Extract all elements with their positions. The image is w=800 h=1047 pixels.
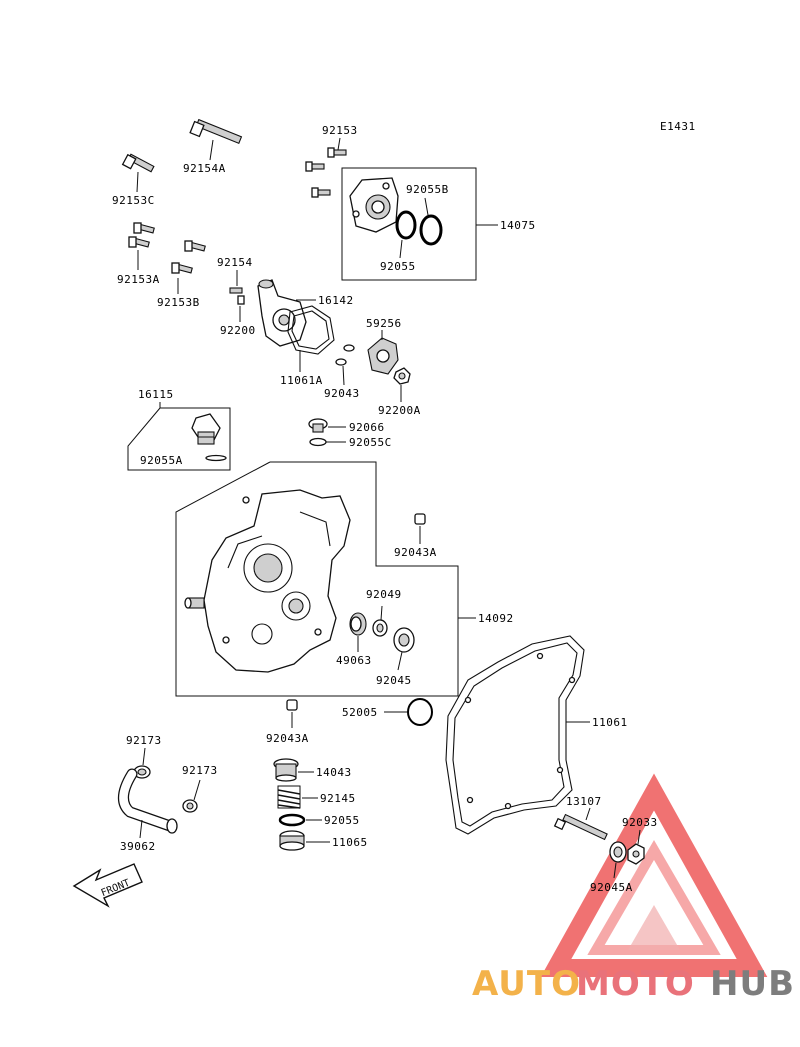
plug-side-icon (184, 597, 205, 609)
label-14075: 14075 (500, 219, 536, 232)
o-ring-52005-icon (407, 698, 433, 726)
label-92153B: 92153B (157, 296, 200, 309)
cap-14043-icon (273, 758, 299, 782)
spring-92145-icon (277, 785, 301, 809)
assembly-box-16115 (127, 402, 231, 471)
clamp-92173-b-icon (182, 799, 198, 813)
pump-housing-16142-icon (257, 279, 307, 347)
label-14092: 14092 (478, 612, 514, 625)
svg-text:HUB: HUB (710, 964, 795, 1004)
label-59256: 59256 (366, 317, 402, 330)
diagram-code: E1431 (660, 120, 696, 133)
crankcase-cover-14092-icon (203, 489, 351, 673)
label-16115: 16115 (138, 388, 174, 401)
bolt-92153B-icon (171, 240, 206, 274)
label-13107: 13107 (566, 795, 602, 808)
watermark-text: AUTO MOTO HUB (472, 964, 795, 1004)
o-ring-92055B-icon (419, 214, 443, 246)
watermark-logo (540, 773, 768, 977)
gasket-11061A-icon (287, 305, 335, 355)
label-92055B: 92055B (406, 183, 449, 196)
label-92154: 92154 (217, 256, 253, 269)
label-92043A-top: 92043A (394, 546, 437, 559)
washer-92055C-icon (309, 437, 327, 447)
pump-cover-14075-icon (349, 177, 399, 233)
clamp-92173-a-icon (133, 765, 151, 779)
label-92055-bottom: 92055 (324, 814, 360, 827)
nut-92200A-icon (393, 367, 411, 385)
assembly-box-14092 (175, 461, 459, 697)
label-92153A: 92153A (117, 273, 160, 286)
label-92043A-bottom: 92043A (266, 732, 309, 745)
label-92154A: 92154A (183, 162, 226, 175)
label-92055-top: 92055 (380, 260, 416, 273)
label-92033: 92033 (622, 816, 658, 829)
bolt-92154-icon (229, 287, 245, 305)
label-16142: 16142 (318, 294, 354, 307)
label-92055C: 92055C (349, 436, 392, 449)
gasket-11061-icon (445, 635, 585, 835)
label-11061: 11061 (592, 716, 628, 729)
o-ring-92055-icon (395, 210, 417, 240)
svg-text:AUTO: AUTO (472, 964, 581, 1004)
label-39062: 39062 (120, 840, 156, 853)
label-92055A: 92055A (140, 454, 183, 467)
label-92049: 92049 (366, 588, 402, 601)
seal-92045-icon (393, 627, 415, 653)
filler-cap-16115-icon (191, 413, 221, 445)
dowel-92043A-bottom-icon (286, 699, 298, 711)
dowel-92043-icon (335, 344, 355, 366)
bolt-92153C-icon (121, 153, 155, 173)
impeller-59256-icon (367, 337, 399, 375)
bolt-92153-icon (305, 147, 347, 198)
label-49063: 49063 (336, 654, 372, 667)
plug-92066-icon (308, 418, 328, 433)
label-11061A: 11061A (280, 374, 323, 387)
label-92066: 92066 (349, 421, 385, 434)
label-92145: 92145 (320, 792, 356, 805)
label-92153: 92153 (322, 124, 358, 137)
plug-11065-icon (279, 830, 305, 851)
label-92045A: 92045A (590, 881, 633, 894)
bolt-92153A-icon (128, 222, 155, 248)
seal-49063-icon (349, 612, 367, 636)
washer-92049-icon (372, 619, 388, 637)
seal-92045A-icon (609, 841, 627, 863)
shaft-13107-icon (553, 813, 608, 841)
label-52005: 52005 (342, 706, 378, 719)
hose-39062-icon (118, 768, 178, 834)
label-92153C: 92153C (112, 194, 155, 207)
assembly-box-14075 (341, 167, 477, 281)
svg-text:MOTO: MOTO (576, 964, 695, 1004)
label-92173-b: 92173 (182, 764, 218, 777)
label-92200: 92200 (220, 324, 256, 337)
front-arrow-icon: FRONT (72, 863, 143, 908)
label-11065: 11065 (332, 836, 368, 849)
bolt-92154A-icon (189, 118, 243, 145)
label-92173-a: 92173 (126, 734, 162, 747)
o-ring-92055-bottom-icon (278, 813, 306, 827)
label-92200A: 92200A (378, 404, 421, 417)
label-92045: 92045 (376, 674, 412, 687)
nut-92033-icon (627, 843, 645, 865)
label-92043: 92043 (324, 387, 360, 400)
dowel-92043A-top-icon (414, 513, 426, 525)
label-14043: 14043 (316, 766, 352, 779)
o-ring-92055A-icon (205, 454, 227, 462)
